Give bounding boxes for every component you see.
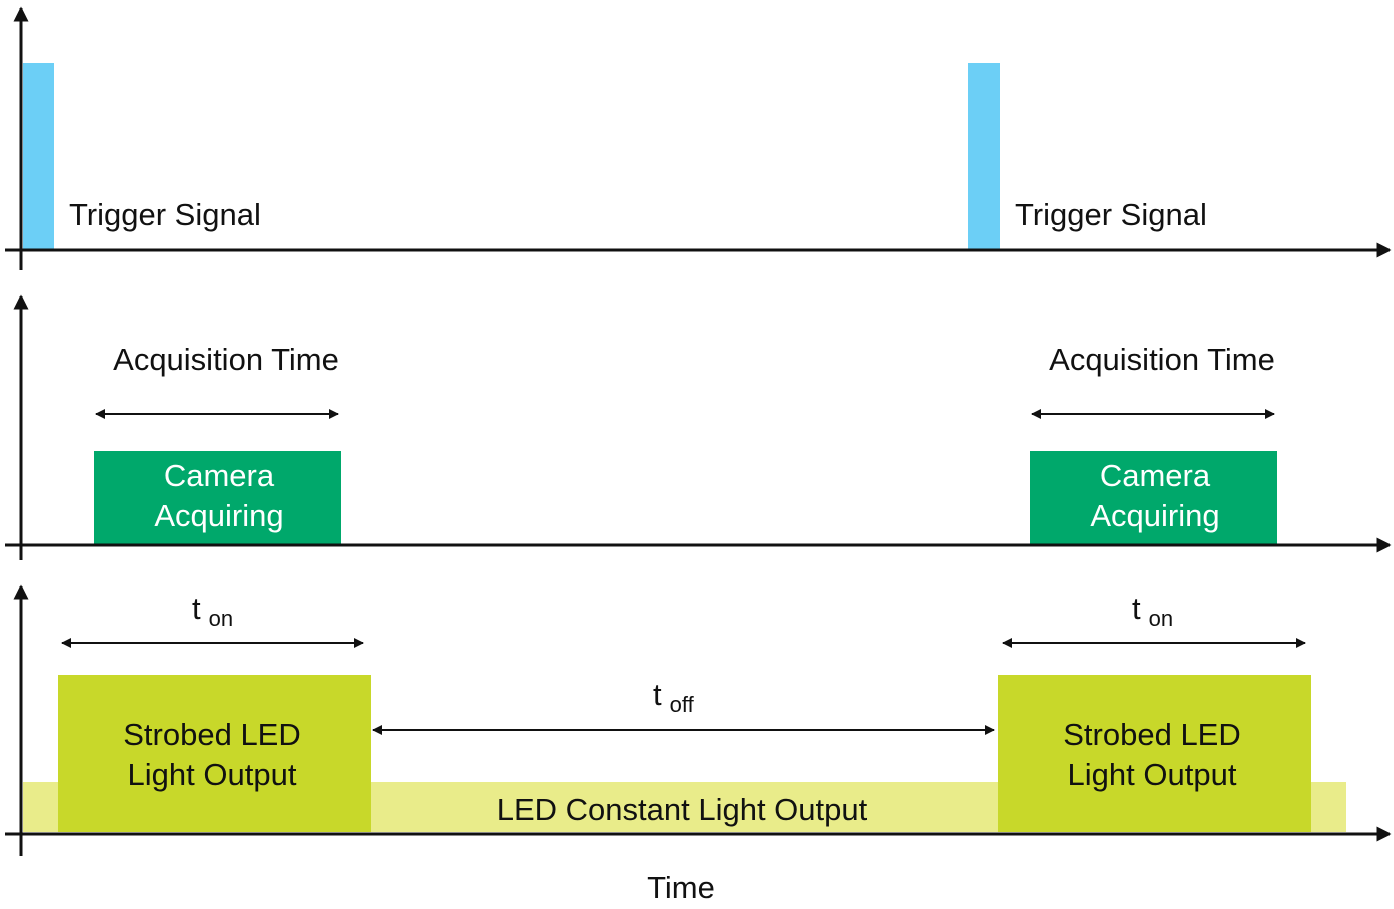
acquisition-label-left: Acquisition Time	[113, 342, 339, 377]
camera-acquiring-box-left	[94, 451, 341, 544]
camera-box-left-line1: Camera	[164, 458, 275, 493]
trigger-pulse-right	[968, 63, 1000, 250]
camera-box-right-line2: Acquiring	[1090, 498, 1219, 533]
strobe-box-left	[58, 675, 371, 832]
strobe-box-right-line2: Light Output	[1068, 757, 1237, 792]
camera-box-right-line1: Camera	[1100, 458, 1211, 493]
t-on-left-main: t	[192, 591, 201, 626]
strobe-box-right	[998, 675, 1311, 832]
acquisition-label-right: Acquisition Time	[1049, 342, 1275, 377]
led-panel: Strobed LED Light Output Strobed LED Lig…	[5, 584, 1392, 856]
camera-panel: Acquisition Time Acquisition Time Camera…	[5, 294, 1392, 560]
t-on-left-sub: on	[209, 606, 233, 631]
t-off-main: t	[653, 677, 662, 712]
constant-light-label: LED Constant Light Output	[497, 792, 868, 827]
t-off-sub: off	[670, 692, 695, 717]
camera-box-left-line2: Acquiring	[154, 498, 283, 533]
strobe-box-right-line1: Strobed LED	[1063, 717, 1241, 752]
t-on-right-sub: on	[1149, 606, 1173, 631]
camera-acquiring-box-right	[1030, 451, 1277, 544]
strobe-box-left-line2: Light Output	[128, 757, 297, 792]
trigger-label-left: Trigger Signal	[69, 197, 261, 232]
t-on-right-main: t	[1132, 591, 1141, 626]
strobe-box-left-line1: Strobed LED	[123, 717, 301, 752]
trigger-pulse-left	[23, 63, 54, 250]
trigger-label-right: Trigger Signal	[1015, 197, 1207, 232]
time-axis-label: Time	[647, 870, 715, 905]
trigger-panel: Trigger Signal Trigger Signal	[5, 6, 1392, 270]
